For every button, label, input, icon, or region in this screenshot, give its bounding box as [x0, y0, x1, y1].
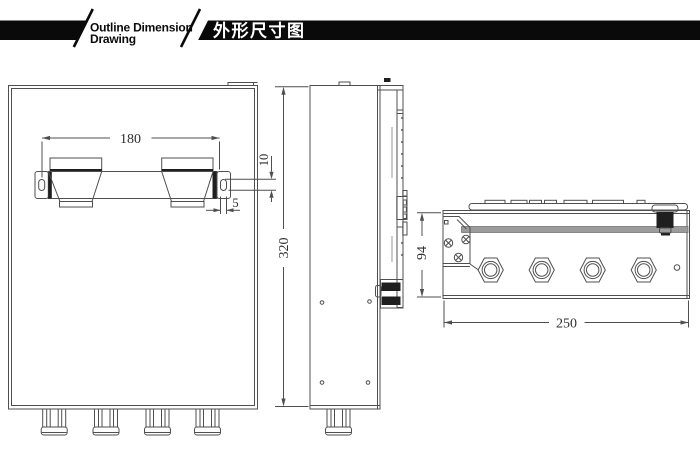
- gasket-band-gray: [461, 226, 689, 233]
- side-screw-hole: [367, 299, 372, 304]
- bracket-hook-left: [47, 171, 103, 202]
- bracket-bar: [47, 171, 218, 199]
- dim-label-10: 10: [257, 154, 271, 167]
- title-bar-left-segment: [0, 20, 87, 40]
- hex-gland-2: [528, 257, 555, 283]
- bottom-view: [442, 199, 690, 299]
- side-enclosure-body: [309, 85, 381, 410]
- side-view: [309, 78, 408, 436]
- dim-label-180: 180: [120, 132, 141, 147]
- heatsink-fins: [484, 199, 646, 205]
- heatsink-bar: [468, 203, 688, 211]
- bracket-bar-end-right: [212, 171, 217, 199]
- cable-gland-side: [325, 408, 352, 436]
- side-top-connector-black: [384, 78, 391, 82]
- title-slash-right-icon: [179, 8, 202, 48]
- bottom-enclosure-outer: [442, 210, 690, 299]
- dim-94: 94: [415, 212, 441, 298]
- dim-label-94: 94: [415, 246, 430, 260]
- rail-hook-lower: [402, 221, 408, 236]
- page-title-en-line1: Outline Dimension: [90, 21, 193, 35]
- screw-icon: [443, 238, 454, 248]
- side-top-tab: [338, 81, 351, 86]
- cable-gland-3: [144, 408, 171, 436]
- mounting-plate: [442, 216, 479, 271]
- title-slash-left-icon: [72, 8, 94, 48]
- screw-icon: [453, 252, 464, 263]
- hex-gland-3: [579, 257, 606, 283]
- title-bar-right-segment: [198, 20, 700, 40]
- bracket-hook-left-lip: [59, 201, 93, 208]
- bracket-right-slot: [220, 179, 227, 191]
- mounting-bracket: [34, 157, 231, 208]
- page-title-en-line2: Drawing: [90, 32, 136, 46]
- antenna-gland-black: [651, 204, 679, 236]
- dim-180: 180: [41, 132, 220, 178]
- hex-gland-4: [630, 257, 657, 283]
- dim-label-320: 320: [277, 238, 292, 259]
- page-title-zh: 外形尺寸图: [213, 21, 306, 41]
- bracket-bar-end-left: [48, 171, 52, 199]
- side-screw-hole: [319, 300, 325, 305]
- bracket-hook-right: [161, 171, 214, 202]
- hex-gland-1: [477, 257, 504, 283]
- cable-gland-2: [92, 408, 120, 436]
- side-screw-hole: [365, 380, 371, 385]
- rail-top-cap: [377, 85, 404, 91]
- bracket-hook-right-lip: [170, 201, 205, 208]
- dim-10: 10: [225, 154, 276, 202]
- front-view: [8, 82, 258, 436]
- dim-320: 320: [275, 86, 309, 407]
- plate-square-hole: [444, 220, 449, 225]
- dim-label-5: 5: [232, 196, 238, 210]
- pilot-hole: [673, 264, 681, 271]
- cable-gland-1: [40, 408, 68, 436]
- bracket-upper-block-right-band: [161, 169, 213, 172]
- front-enclosure-inner: [11, 88, 255, 406]
- rail-latch-block: [396, 196, 408, 220]
- front-enclosure-outer: [8, 85, 258, 410]
- dim-5: 5: [206, 196, 240, 214]
- rail-clamp-black: [375, 279, 404, 309]
- bracket-upper-block-left-band: [50, 169, 102, 172]
- dim-250: 250: [443, 300, 689, 332]
- dim-label-250: 250: [556, 317, 577, 332]
- bracket-right-tab: [216, 171, 231, 199]
- side-screw-hole: [319, 380, 325, 385]
- bracket-left-slot: [38, 179, 46, 191]
- cable-gland-4: [194, 408, 221, 436]
- screw-icon: [461, 234, 471, 245]
- front-top-step: [227, 82, 258, 86]
- title-bar: Outline Dimension Drawing 外形尺寸图: [0, 8, 700, 48]
- wall-rail: [391, 90, 408, 308]
